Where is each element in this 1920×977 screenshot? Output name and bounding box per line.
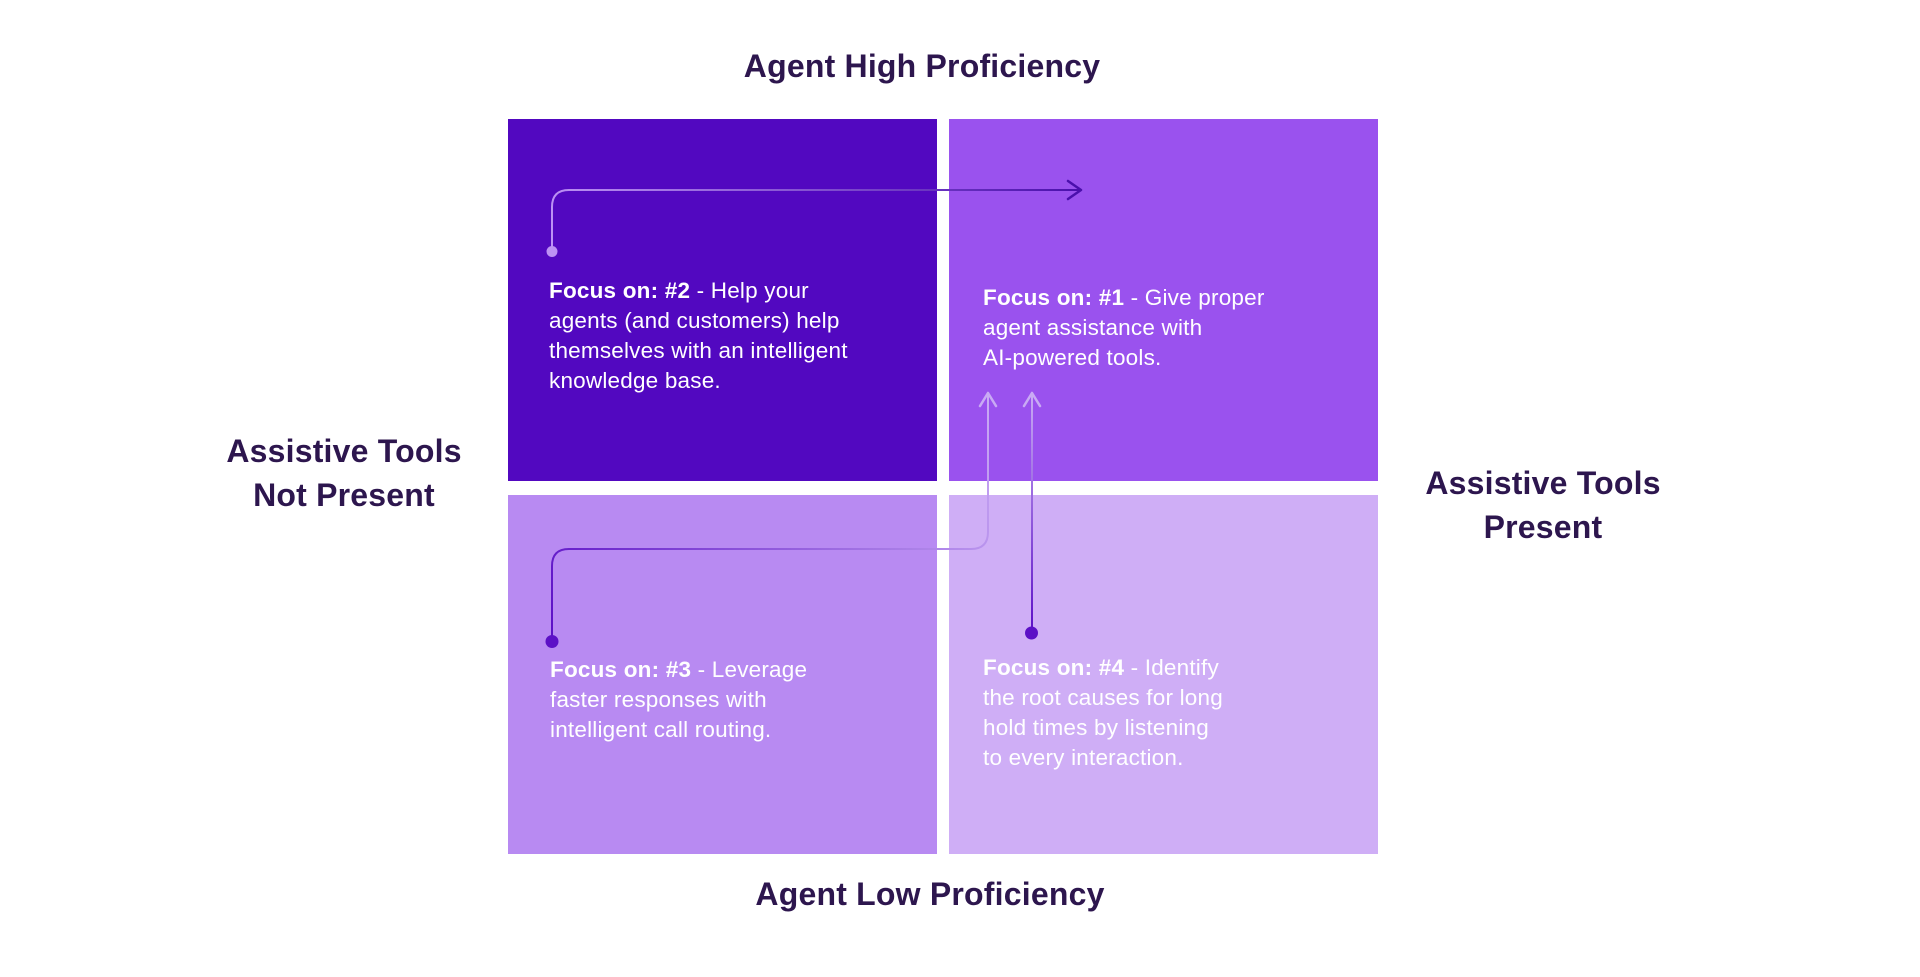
quadrant-1-text-line3: AI-powered tools.: [983, 345, 1162, 370]
axis-label-left: Assistive Tools Not Present: [226, 429, 461, 517]
axis-label-bottom: Agent Low Proficiency: [755, 876, 1105, 912]
axis-label-top: Agent High Proficiency: [743, 48, 1101, 84]
quadrant-3-text-line3: intelligent call routing.: [550, 717, 772, 742]
axis-label-left-line1: Assistive Tools: [226, 433, 462, 469]
quadrant-2-text-line1: Focus on: #2 - Help your: [549, 278, 809, 303]
quadrant-1-text: Focus on: #1 - Give proper agent assista…: [983, 283, 1265, 373]
quadrant-3-text: Focus on: #3 - Leverage faster responses…: [550, 655, 807, 745]
quadrant-4-text-line1: Focus on: #4 - Identify: [983, 655, 1219, 680]
quadrant-4-text-line4: to every interaction.: [983, 745, 1184, 770]
quadrant-4-focus-label: Focus on: #4: [983, 655, 1125, 680]
quadrant-1-text-line1: Focus on: #1 - Give proper: [983, 285, 1265, 310]
quadrant-2-text: Focus on: #2 - Help your agents (and cus…: [549, 276, 848, 396]
quadrant-4-bottom-right: [949, 495, 1378, 854]
axis-label-right-line1: Assistive Tools: [1425, 465, 1661, 501]
quadrant-3-text-line2: faster responses with: [550, 687, 767, 712]
quadrant-2-text-line4: knowledge base.: [549, 368, 721, 393]
axis-label-right-line2: Present: [1483, 509, 1603, 545]
quadrant-3-text-line1: Focus on: #3 - Leverage: [550, 657, 808, 682]
quadrant-4-text: Focus on: #4 - Identify the root causes …: [983, 653, 1223, 773]
quadrant-2-text-line3: themselves with an intelligent: [549, 338, 848, 363]
axis-label-right: Assistive Tools Present: [1425, 461, 1660, 549]
axis-label-left-line2: Not Present: [253, 477, 435, 513]
quadrant-1-focus-label: Focus on: #1: [983, 285, 1125, 310]
quadrant-4-text-line3: hold times by listening: [983, 715, 1209, 740]
quadrant-3-focus-label: Focus on: #3: [550, 657, 692, 682]
quadrant-2-focus-label: Focus on: #2: [549, 278, 691, 303]
quadrant-4-text-line2: the root causes for long: [983, 685, 1223, 710]
quadrant-1-text-line2: agent assistance with: [983, 315, 1203, 340]
quadrant-1-top-right: [949, 119, 1378, 481]
quadrant-2-text-line2: agents (and customers) help: [549, 308, 840, 333]
